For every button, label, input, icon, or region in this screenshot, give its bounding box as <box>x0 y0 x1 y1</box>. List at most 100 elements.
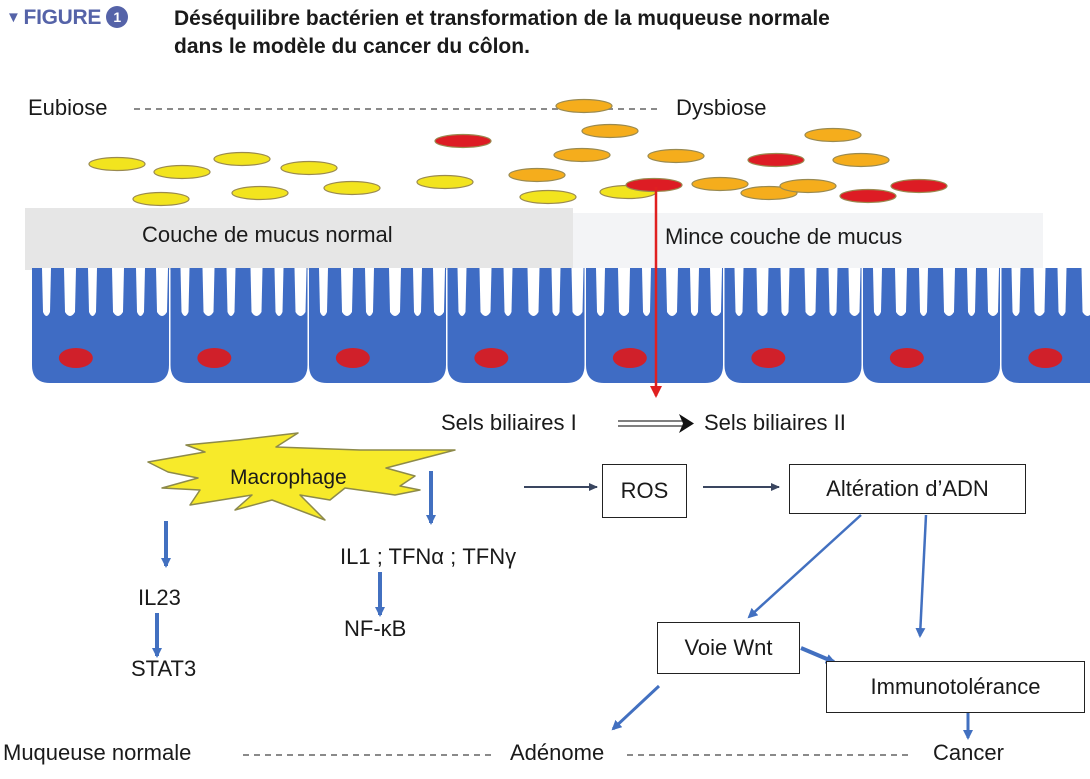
microvillus-gap <box>319 268 328 316</box>
bacterium <box>647 148 705 164</box>
bacterium <box>779 178 837 194</box>
bacterium <box>740 185 798 201</box>
microvillus-gap <box>895 268 907 316</box>
microvillus-gap <box>156 268 168 316</box>
epithelial-cell <box>309 268 446 383</box>
microvillus-gap <box>642 268 651 316</box>
microvillus-gap <box>250 268 263 316</box>
thin-mucus-layer <box>573 213 1043 268</box>
nfkb-label: NF-κB <box>344 616 407 641</box>
arrow-wnt-to-immuno <box>800 646 836 664</box>
bacterium <box>555 98 613 114</box>
figure-title-line-1: Déséquilibre bactérien et transformation… <box>174 7 830 30</box>
triangle-down-icon: ▼ <box>6 9 21 26</box>
cancer-label: Cancer <box>933 740 1004 765</box>
microvillus-gap <box>1057 268 1067 316</box>
microvillus-gap <box>42 268 51 316</box>
microvillus-gap <box>1033 268 1046 316</box>
microvillus-gap <box>596 268 605 316</box>
microvillus-gap <box>919 268 928 316</box>
bacteria-group <box>88 98 948 207</box>
microvillus-gap <box>527 268 540 316</box>
microvillus-gap <box>112 268 124 316</box>
cell-nucleus <box>58 348 93 368</box>
bacterium <box>691 176 749 192</box>
microvillus-gap <box>226 268 236 316</box>
microvillus-gap <box>804 268 817 316</box>
microvillus-gap <box>1011 268 1021 316</box>
bacterium <box>153 164 211 180</box>
bacterium <box>508 167 566 183</box>
epithelial-cell <box>170 268 308 383</box>
bacterium <box>832 152 890 168</box>
microvillus-gap <box>828 268 838 316</box>
epithelium-cells <box>32 268 1090 383</box>
microvillus-gap <box>341 268 353 316</box>
microvillus-gap <box>710 268 722 316</box>
epithelial-cell <box>586 268 723 383</box>
microvillus-gap <box>180 268 190 316</box>
microvillus-gap <box>457 268 467 316</box>
bacterium <box>434 133 492 149</box>
microvillus-gap <box>88 268 97 316</box>
microvillus-gap <box>756 268 769 316</box>
dysbiose-label: Dysbiose <box>676 95 767 120</box>
cell-nucleus <box>1028 348 1063 368</box>
bacterium <box>839 188 897 204</box>
bile-salt-conversion-arrow <box>618 414 694 433</box>
bacterium <box>804 127 862 143</box>
figure-title-line-2: dans le modèle du cancer du côlon. <box>174 35 530 58</box>
eubiose-label: Eubiose <box>28 95 108 120</box>
bacterium <box>132 191 190 207</box>
bile-salts-ii-label: Sels biliaires II <box>704 410 846 435</box>
microvillus-gap <box>690 268 699 316</box>
microvillus-gap <box>202 268 215 316</box>
bacterium <box>553 147 611 163</box>
immunotolerance-label: Immunotolérance <box>870 674 1041 699</box>
cell-nucleus <box>889 348 924 368</box>
microvillus-gap <box>64 268 76 316</box>
il23-label: IL23 <box>138 585 181 610</box>
microvillus-gap <box>780 268 790 316</box>
microvillus-gap <box>413 268 422 316</box>
cell-nucleus <box>474 348 509 368</box>
bacterium <box>519 189 577 205</box>
microvillus-gap <box>433 268 445 316</box>
bacterium <box>323 180 381 196</box>
epithelial-cell <box>863 268 1000 383</box>
microvillus-gap <box>136 268 145 316</box>
cell-nucleus <box>335 348 370 368</box>
dna-alteration-box: Altération d’ADN <box>789 464 1026 514</box>
bacterium <box>231 185 289 201</box>
bacterium <box>88 156 146 172</box>
epithelial-cell <box>1001 268 1090 383</box>
microvillus-gap <box>274 268 284 316</box>
cell-nucleus <box>197 348 232 368</box>
arrow-dna-to-immuno <box>915 514 928 638</box>
cytokines-label: IL1 ; TFNα ; TFNγ <box>340 544 517 569</box>
stat3-label: STAT3 <box>131 656 197 681</box>
cell-nucleus <box>751 348 786 368</box>
microvillus-gap <box>848 268 861 316</box>
arrow-wnt-to-adenome <box>611 684 661 731</box>
figure-number-badge: 1 <box>106 6 129 28</box>
microvillus-gap <box>666 268 678 316</box>
microvillus-gap <box>571 268 584 316</box>
cell-nucleus <box>612 348 647 368</box>
microvillus-gap <box>1081 268 1090 316</box>
microvillus-gap <box>551 268 561 316</box>
bacterium <box>890 178 948 194</box>
immunotolerance-box: Immunotolérance <box>826 661 1085 713</box>
thin-mucus-label: Mince couche de mucus <box>665 224 903 249</box>
bacterium <box>625 177 683 193</box>
figure-title: Déséquilibre bactérien et transformation… <box>174 5 830 61</box>
microvillus-gap <box>365 268 374 316</box>
microvillus-gap <box>987 268 999 316</box>
bacterium <box>416 174 474 190</box>
arrow-dna-to-wnt <box>747 514 862 619</box>
microvillus-gap <box>503 268 513 316</box>
bacterium <box>581 123 639 139</box>
microvillus-gap <box>479 268 492 316</box>
